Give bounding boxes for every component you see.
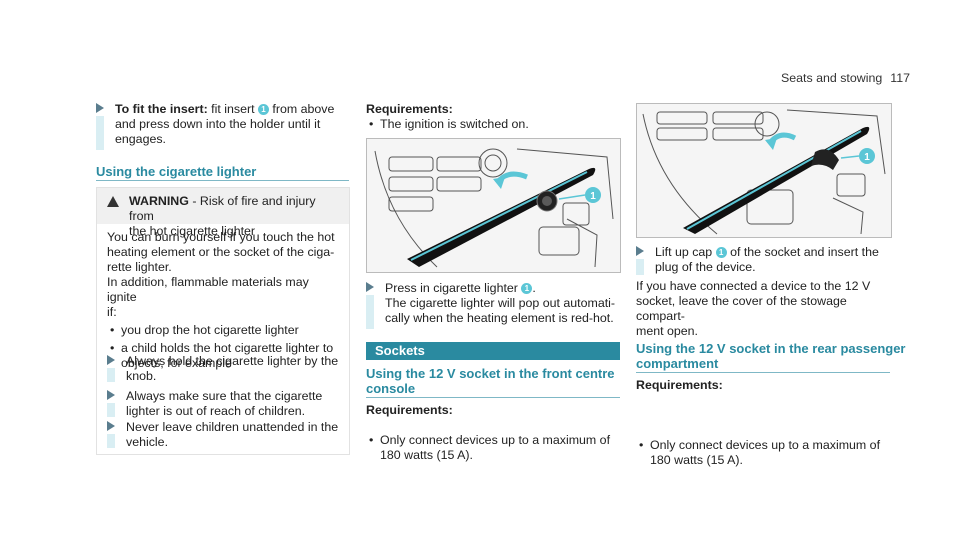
requirement-item: Only connect devices up to a maximum of …	[636, 438, 960, 468]
requirements-title: Requirements:	[366, 403, 453, 417]
callout-1-badge: 1	[257, 104, 269, 115]
requirement-text: 180 watts (15 A).	[380, 448, 473, 462]
para-line: If you have connected a device to the 12…	[636, 279, 871, 293]
step-arrow-icon	[107, 421, 117, 431]
section-title-front-socket: Using the 12 V socket in the front centr…	[366, 366, 615, 396]
fit-insert-text: To fit the insert: fit insert 1 from abo…	[115, 102, 355, 147]
warning-label: WARNING	[129, 194, 189, 208]
lift-text-line2: plug of the device.	[655, 260, 756, 274]
callout-1-badge: 1	[521, 283, 533, 294]
warning-header: WARNING - Risk of fire and injury from t…	[97, 188, 349, 238]
step-bar	[636, 259, 644, 275]
cigarette-lighter-image: 1	[366, 138, 621, 273]
warning-body-line: You can burn yourself if you touch the h…	[107, 230, 335, 244]
open-cover-paragraph: If you have connected a device to the 12…	[636, 279, 890, 339]
press-step-text: Press in cigarette lighter 1. The cigare…	[385, 281, 625, 326]
lighter-illustration: 1	[367, 139, 620, 272]
bullet-text: you drop the hot cigarette lighter	[121, 323, 299, 337]
warning-head-text: - Risk of fire and injury from	[129, 194, 316, 223]
requirement-text: Only connect devices up to a maximum of	[380, 433, 611, 447]
warning-bullet: a child holds the hot cigarette lighter …	[107, 341, 339, 371]
warning-body: You can burn yourself if you touch the h…	[97, 224, 349, 371]
step-arrow-icon	[636, 246, 646, 256]
step-bar	[366, 295, 374, 329]
bullet-text: objects, for example	[121, 356, 232, 370]
section-rule	[636, 372, 890, 373]
step-line: vehicle.	[126, 435, 169, 449]
step-line: lighter is out of reach of children.	[126, 404, 306, 418]
step-line: Always hold the cigarette lighter by the	[126, 354, 339, 368]
lift-text-b: of the socket and insert the	[726, 245, 879, 259]
warning-body-line: heating element or the socket of the cig…	[107, 245, 335, 259]
requirement-text: Only connect devices up to a maximum of	[650, 438, 881, 452]
step-bar	[107, 434, 115, 448]
warning-bullet: you drop the hot cigarette lighter	[107, 323, 339, 338]
requirement-text: The ignition is switched on.	[380, 117, 529, 131]
step-bar	[96, 116, 104, 150]
step-arrow-icon	[107, 355, 117, 365]
warning-step-text: Never leave children unattended in the v…	[126, 420, 356, 450]
section-title-rear-socket: Using the 12 V socket in the rear passen…	[636, 341, 906, 371]
para-line: socket, leave the cover of the stowage c…	[636, 294, 847, 323]
warning-step-text: Always hold the cigarette lighter by the…	[126, 354, 356, 384]
warning-step-text: Always make sure that the cigarette ligh…	[126, 389, 356, 419]
para-line: ment open.	[636, 324, 698, 338]
socket-cap-shape	[811, 149, 839, 170]
bullet-text: a child holds the hot cigarette lighter …	[121, 341, 334, 355]
section-title-cigarette-lighter: Using the cigarette lighter	[96, 164, 257, 179]
socket-illustration: 1	[637, 104, 891, 237]
fit-insert-label: To fit the insert:	[115, 102, 208, 116]
requirement-item: The ignition is switched on.	[366, 117, 960, 132]
warning-triangle-icon	[107, 196, 119, 207]
image-callout-1: 1	[864, 152, 870, 163]
warning-body-line: rette lighter.	[107, 260, 172, 274]
callout-1-badge: 1	[715, 247, 727, 258]
step-line: Always make sure that the cigarette	[126, 389, 323, 403]
step-line: knob.	[126, 369, 157, 383]
requirement-item: Only connect devices up to a maximum of …	[366, 433, 960, 463]
step-bar	[107, 368, 115, 382]
page-number: 117	[890, 71, 910, 85]
socket-cap-image: 1	[636, 103, 892, 238]
title-line: Using the 12 V socket in the front centr…	[366, 366, 615, 381]
step-bar	[107, 403, 115, 417]
lift-step-text: Lift up cap 1 of the socket and insert t…	[655, 245, 895, 275]
fit-text-a: fit insert	[207, 102, 258, 116]
press-text-a: Press in cigarette lighter	[385, 281, 522, 295]
press-text-line2: The cigarette lighter will pop out autom…	[385, 296, 616, 310]
image-callout-1: 1	[590, 191, 596, 202]
title-line: console	[366, 381, 416, 396]
sockets-banner: Sockets	[366, 342, 620, 360]
section-name: Seats and stowing	[780, 71, 883, 85]
fit-text-b: from above	[268, 102, 335, 116]
requirement-text: 180 watts (15 A).	[650, 453, 743, 467]
fit-text-line2: and press down into the holder until it	[115, 117, 321, 131]
requirements-title: Requirements:	[366, 102, 453, 116]
fit-text-line3: engages.	[115, 132, 166, 146]
title-line: Using the 12 V socket in the rear passen…	[636, 341, 906, 356]
warning-box: WARNING - Risk of fire and injury from t…	[96, 187, 350, 455]
warning-body-line: if:	[107, 305, 117, 319]
press-text-b: .	[532, 281, 536, 295]
step-arrow-icon	[96, 103, 106, 113]
requirements-title: Requirements:	[636, 378, 723, 392]
page-header: Seats and stowing 117	[781, 71, 910, 86]
step-arrow-icon	[366, 282, 376, 292]
section-rule	[366, 397, 620, 398]
title-line: compartment	[636, 356, 719, 371]
press-text-line3: cally when the heating element is red-ho…	[385, 311, 614, 325]
lift-text-a: Lift up cap	[655, 245, 716, 259]
warning-head-line2: the hot cigarette lighter	[129, 224, 256, 238]
step-line: Never leave children unattended in the	[126, 420, 339, 434]
section-rule	[96, 180, 349, 181]
step-arrow-icon	[107, 390, 117, 400]
warning-body-line: In addition, flammable materials may ign…	[107, 275, 309, 304]
